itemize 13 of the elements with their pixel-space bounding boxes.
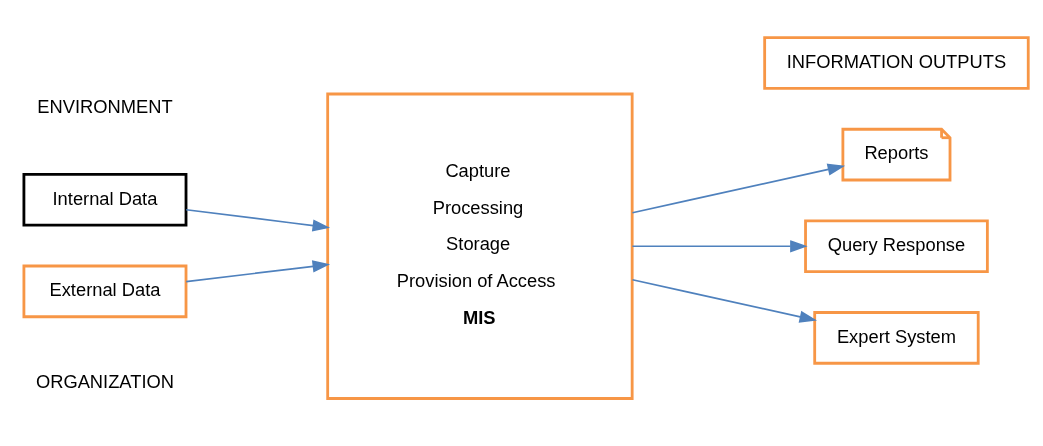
arrow [631,240,808,253]
arrow [185,208,331,232]
arrow [185,260,331,283]
node-box: Query Response [804,219,989,274]
label: ORGANIZATION [35,370,174,392]
label: ENVIRONMENT [37,95,173,117]
node-box: External Data [22,264,188,319]
node-box: Capture Processing Storage Provision of Access MIS [326,92,634,400]
node-box: Expert System [813,311,980,365]
node-box: INFORMATION OUTPUTS [763,36,1030,90]
arrow [631,278,818,323]
arrow [631,163,846,214]
node-box: Internal Data [22,172,188,227]
